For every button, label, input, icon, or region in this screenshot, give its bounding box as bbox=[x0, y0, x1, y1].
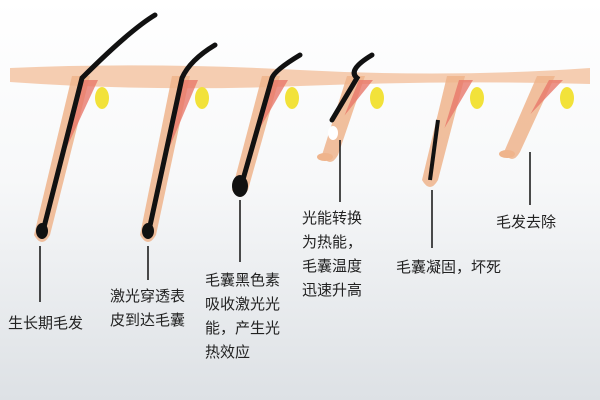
sebaceous-gland-1 bbox=[95, 87, 109, 109]
stage-label-6: 毛发去除 bbox=[496, 213, 557, 231]
hair-shaft-1 bbox=[39, 12, 158, 238]
sebaceous-gland-2 bbox=[195, 87, 209, 109]
follicle-inner-2 bbox=[166, 80, 198, 156]
follicle-remnant-6 bbox=[499, 150, 515, 158]
stage-label-3: 毛囊黑色素 吸收激光光 能，产生光 热效应 bbox=[205, 271, 281, 361]
hair-bulb-4 bbox=[328, 126, 338, 140]
stage-label-1: 生长期毛发 bbox=[8, 314, 84, 332]
follicle-inner-4 bbox=[344, 80, 373, 116]
stage-label-5: 毛囊凝固，坏死 bbox=[396, 258, 502, 276]
stage-label-2: 激光穿透表 皮到达毛囊 bbox=[110, 287, 186, 329]
stage-label-4: 光能转换 为热能， 毛囊温度 迅速升高 bbox=[302, 209, 363, 299]
sebaceous-gland-4 bbox=[370, 87, 384, 109]
sebaceous-gland-3 bbox=[285, 87, 299, 109]
coagulated-bulb-5 bbox=[428, 119, 440, 181]
hair-shaft-2 bbox=[145, 42, 218, 238]
hair-bulb-3 bbox=[232, 175, 248, 197]
skin-surface bbox=[10, 65, 590, 89]
hair-bulb-1 bbox=[36, 223, 48, 239]
follicle-inner-3 bbox=[257, 80, 288, 133]
follicle-inner-6 bbox=[530, 80, 563, 114]
hair-bulb-2 bbox=[142, 223, 154, 239]
follicle-inner-1 bbox=[63, 80, 98, 156]
sebaceous-gland-6 bbox=[560, 87, 574, 109]
follicle-inner-5 bbox=[444, 80, 473, 128]
hair-shaft-4 bbox=[329, 52, 375, 123]
hair-shaft-3 bbox=[237, 52, 303, 193]
sebaceous-gland-5 bbox=[470, 87, 484, 109]
follicle-remnant-4 bbox=[317, 153, 333, 161]
